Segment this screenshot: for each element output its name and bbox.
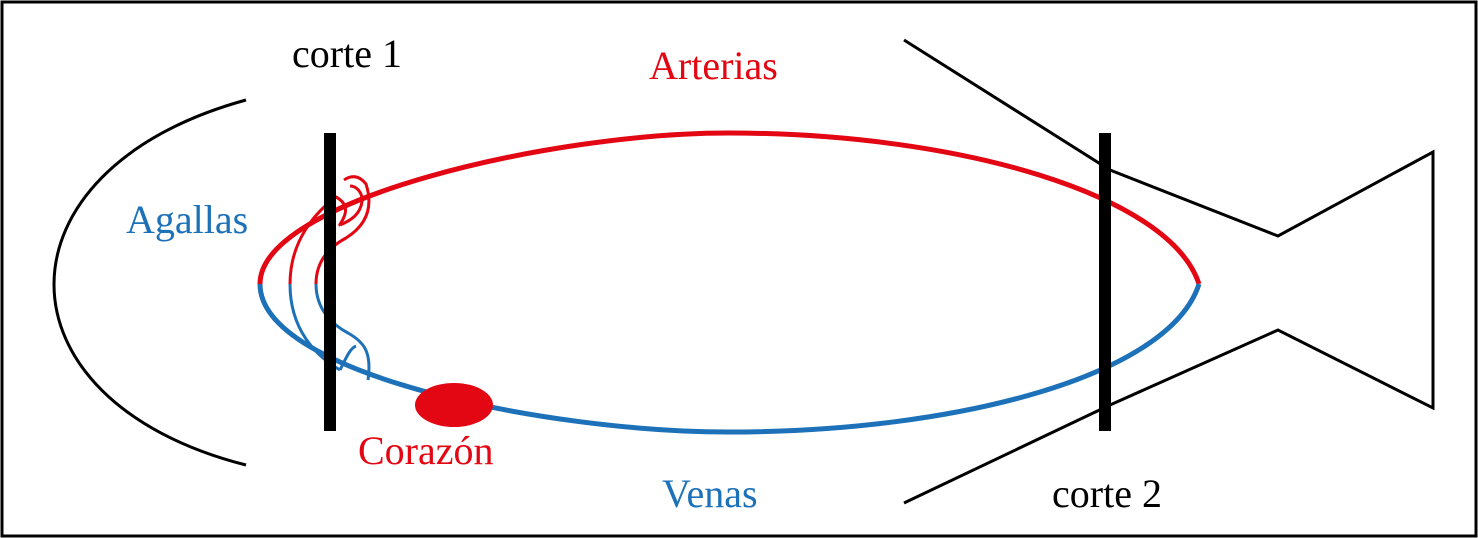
fish-head-outline: [52, 98, 247, 467]
label-corte-2: corte 2: [1052, 471, 1162, 516]
label-venas: Venas: [662, 471, 758, 516]
gill-loop-upper-3: [339, 184, 364, 227]
label-corte-1: corte 1: [292, 31, 402, 76]
gill-loop-lower-2: [314, 283, 371, 381]
fish-tail-outline: [903, 38, 1435, 505]
veins-vessel: [257, 283, 1202, 435]
arteries-vessel: [257, 130, 1202, 285]
label-arterias: Arterias: [649, 43, 778, 88]
heart-shape: [415, 383, 493, 427]
label-agallas: Agallas: [126, 197, 248, 242]
gill-loop-lower-3: [338, 344, 357, 371]
label-corazon: Corazón: [358, 428, 494, 473]
